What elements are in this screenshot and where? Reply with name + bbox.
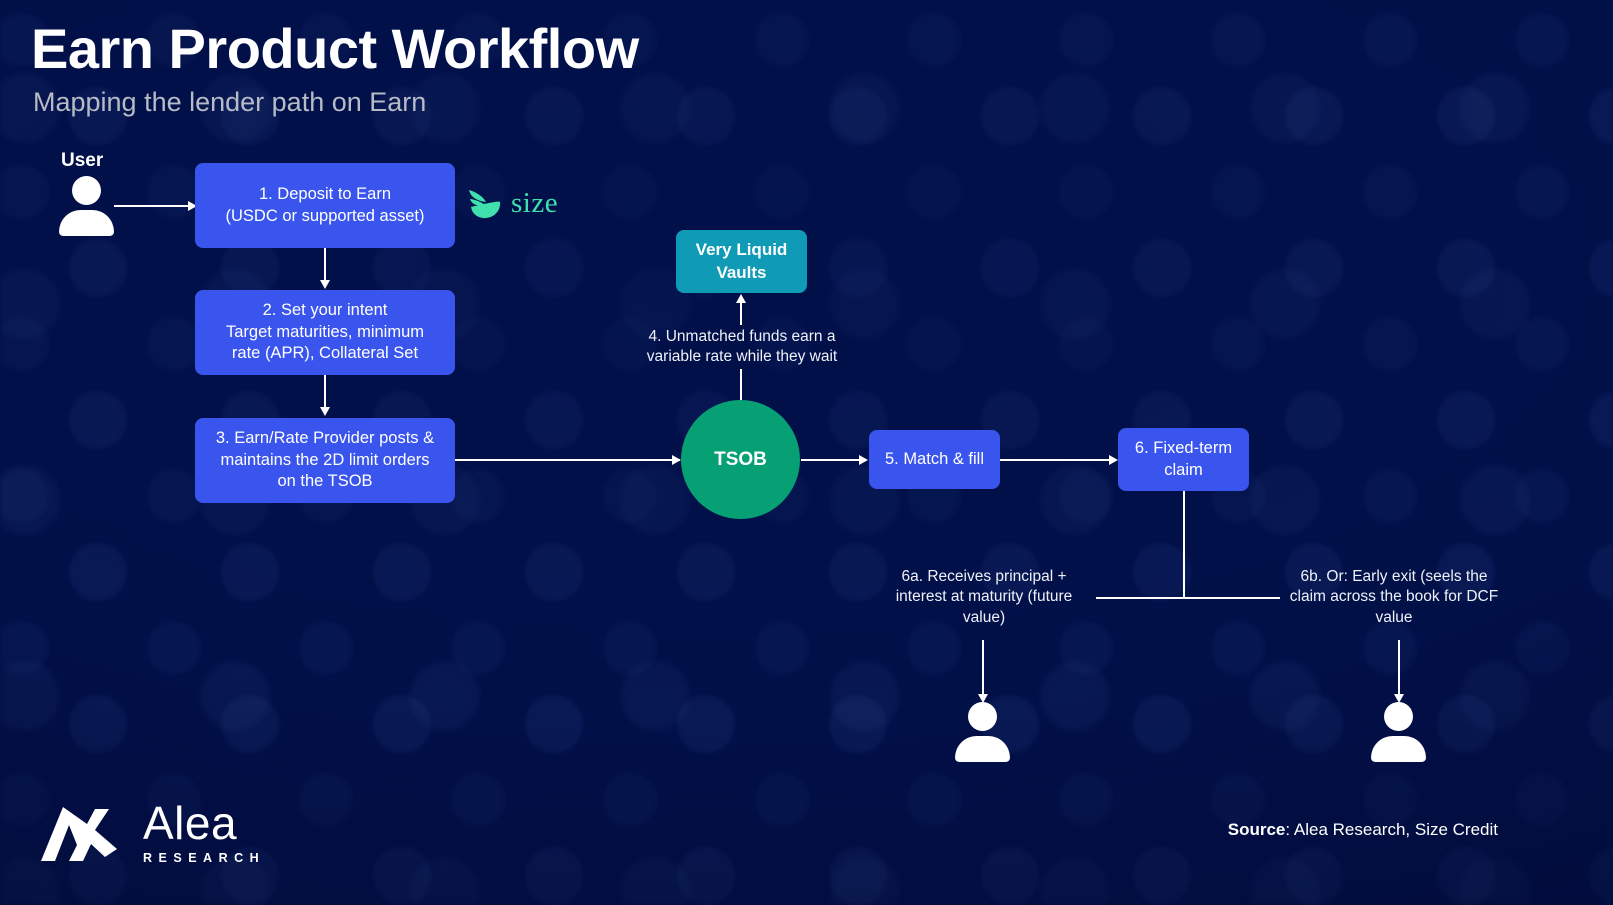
connector-step2-to-step3-arrowhead [320,407,330,416]
label-step6a-line2: interest at maturity (future [895,588,1073,606]
user-icon-step6b [1371,702,1426,762]
connector-step6-split-left [1096,597,1184,599]
source-value: : Alea Research, Size Credit [1285,820,1498,839]
node-step3-rate-provider[interactable]: 3. Earn/Rate Provider posts & maintains … [195,418,455,503]
user-icon-body [59,210,114,236]
label-step6b-line1: 6b. Or: Early exit (seels the [1300,568,1488,585]
label-step4: 4. Unmatched funds earn a variable rate … [627,327,857,368]
node-vaults-line2: Vaults [716,262,767,282]
connector-user-to-step1 [114,205,198,207]
node-step3-line3: on the TSOB [277,472,373,491]
label-step6b: 6b. Or: Early exit (seels the claim acro… [1278,567,1510,628]
node-tsob-label: TSOB [714,448,767,470]
node-step5-match-and-fill[interactable]: 5. Match & fill [869,430,1000,489]
node-vaults-line1: Very Liquid [695,240,788,260]
connector-step5-to-step6 [1000,459,1110,461]
page-subtitle: Mapping the lender path on Earn [33,87,427,117]
label-step4-line2: variable rate while they wait [646,348,838,366]
user-icon-head [72,176,101,205]
alea-research-subtitle: RESEARCH [143,851,266,865]
connector-step6a-to-user [982,640,984,698]
node-tsob[interactable]: TSOB [681,400,800,519]
user-icon-step6a [955,702,1010,762]
connector-user-to-step1-arrowhead [188,201,197,211]
connector-step3-to-tsob [455,459,680,461]
connector-step1-to-step2-arrowhead [320,280,330,289]
node-step6-line1: 6. Fixed-term [1134,438,1233,457]
user-label: User [61,150,104,171]
user-icon-step6b-body [1371,736,1426,762]
node-step3-line2: maintains the 2D limit orders [220,450,430,469]
label-step6b-line3: value [1375,608,1413,626]
connector-step6b-to-user [1398,640,1400,698]
node-step5-label: 5. Match & fill [884,449,985,468]
node-step2-line3: rate (APR), Collateral Set [231,344,419,363]
page-title: Earn Product Workflow [31,17,639,80]
connector-step1-to-step2 [324,248,326,282]
connector-step6-split-right [1183,597,1280,599]
source-label: Source [1227,820,1286,839]
label-step6b-line2: claim across the book for DCF [1289,588,1499,606]
node-step1-deposit-to-earn[interactable]: 1. Deposit to Earn (USDC or supported as… [195,163,455,248]
alea-mark-icon [41,807,117,861]
label-step4-line1: 4. Unmatched funds earn a [648,328,836,345]
node-step2-line2: Target maturities, minimum [225,322,425,341]
alea-research-logo: Alea RESEARCH [33,800,265,865]
node-step2-line1: 2. Set your intent [262,300,388,319]
user-icon-step6a-body [955,736,1010,762]
connector-tsob-to-step5 [801,459,861,461]
user-icon [59,176,114,236]
connector-tsob-to-step5-arrowhead [859,455,868,465]
connector-step3-to-tsob-arrowhead [672,455,681,465]
label-step6a-line1: 6a. Receives principal + [901,568,1067,585]
connector-tsob-to-vaults-arrowhead [736,294,746,303]
label-step6a-line3: value) [962,608,1006,626]
size-leaf-icon [469,190,501,219]
alea-wordmark: Alea [143,797,238,849]
connector-tsob-to-vaults-upper [740,302,742,325]
label-step6a: 6a. Receives principal + interest at mat… [868,567,1100,628]
connector-step5-to-step6-arrowhead [1109,455,1118,465]
source-attribution: Source: Alea Research, Size Credit [1228,820,1498,840]
connector-step2-to-step3 [324,375,326,409]
size-brand-logo: size [466,186,558,220]
node-step1-line2: (USDC or supported asset) [225,206,425,225]
size-wordmark: size [511,186,559,219]
node-step1-line1: 1. Deposit to Earn [258,184,392,203]
user-icon-step6b-head [1384,702,1413,731]
connector-step6b-to-user-arrowhead [1394,694,1404,703]
node-step6-fixed-term-claim[interactable]: 6. Fixed-term claim [1118,428,1249,491]
user-icon-step6a-head [968,702,997,731]
node-very-liquid-vaults[interactable]: Very Liquid Vaults [676,230,807,293]
node-step6-line2: claim [1164,460,1203,479]
connector-step6a-to-user-arrowhead [978,694,988,703]
node-step3-line1: 3. Earn/Rate Provider posts & [215,428,435,447]
connector-tsob-to-vaults-lower [740,369,742,414]
node-step2-set-your-intent[interactable]: 2. Set your intent Target maturities, mi… [195,290,455,375]
connector-step6-trunk [1183,491,1185,598]
